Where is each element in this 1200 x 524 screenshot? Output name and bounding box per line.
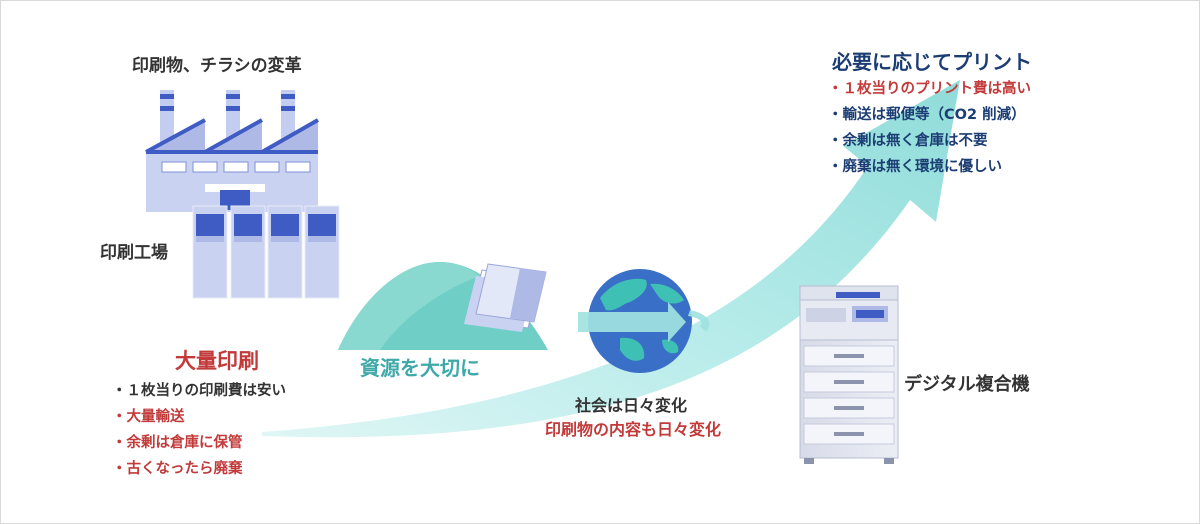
resources-label: 資源を大切に [360, 356, 480, 380]
society-line2: 印刷物の内容も日々変化 [545, 420, 722, 439]
printing-machines-icon [192, 205, 340, 299]
on-demand-title: 必要に応じてプリント [832, 50, 1032, 74]
mass-print-title: 大量印刷 [175, 349, 259, 373]
paper-stack-icon [464, 263, 547, 332]
on-demand-item: ・１枚当りのプリント費は高い [828, 81, 1031, 97]
factory-title: 印刷物、チラシの変革 [132, 56, 302, 76]
mass-print-item: ・古くなったら廃棄 [112, 461, 243, 477]
mass-print-list: ・１枚当りの印刷費は安い ・大量輸送 ・余剰は倉庫に保管 ・古くなったら廃棄 [112, 378, 286, 482]
growth-arrow [262, 80, 960, 438]
mfp-icon [799, 285, 899, 464]
on-demand-item: ・余剰は無く倉庫は不要 [828, 133, 988, 149]
on-demand-item: ・輸送は郵便等（CO2 削減） [828, 107, 1026, 123]
factory-label: 印刷工場 [100, 243, 168, 263]
society-line1: 社会は日々変化 [575, 396, 688, 415]
on-demand-item: ・廃棄は無く環境に優しい [828, 159, 1002, 175]
mass-print-item: ・余剰は倉庫に保管 [112, 435, 243, 451]
factory-icon [145, 90, 319, 212]
rotation-arrow-icon [578, 302, 710, 342]
on-demand-list: ・１枚当りのプリント費は高い ・輸送は郵便等（CO2 削減） ・余剰は無く倉庫は… [828, 76, 1031, 180]
mass-print-item: ・大量輸送 [112, 409, 185, 425]
mass-print-item: ・１枚当りの印刷費は安い [112, 383, 286, 399]
mfp-label: デジタル複合機 [904, 374, 1030, 395]
